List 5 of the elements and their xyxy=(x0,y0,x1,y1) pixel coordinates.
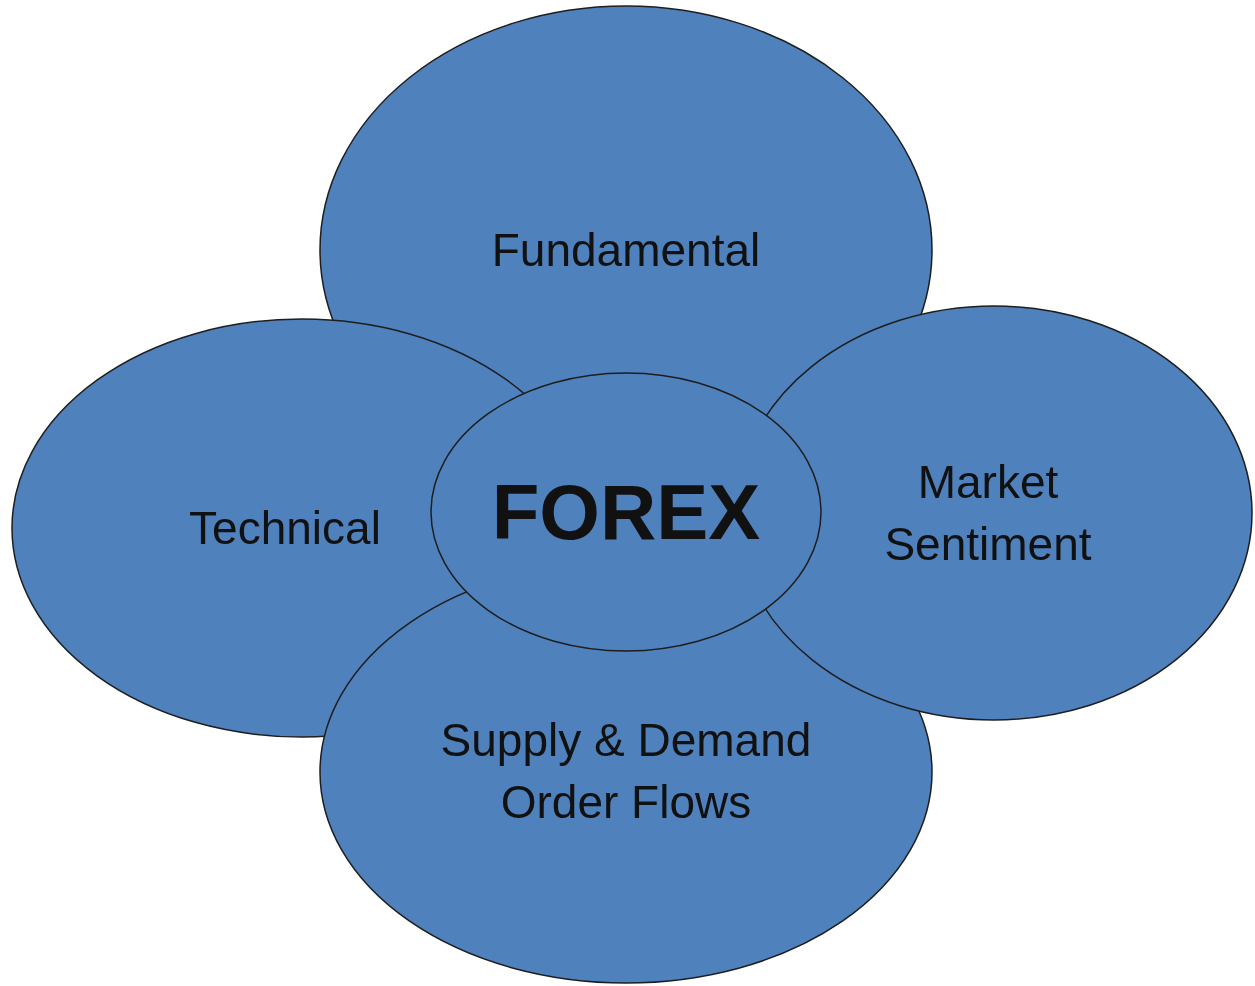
ellipse-label: Market Sentiment xyxy=(883,455,1093,572)
center-title: FOREX xyxy=(490,481,762,543)
ellipse-label: Supply & Demand Order Flows xyxy=(439,713,813,830)
ellipse-label: Technical xyxy=(188,501,382,556)
ellipse-label: Fundamental xyxy=(490,223,762,278)
